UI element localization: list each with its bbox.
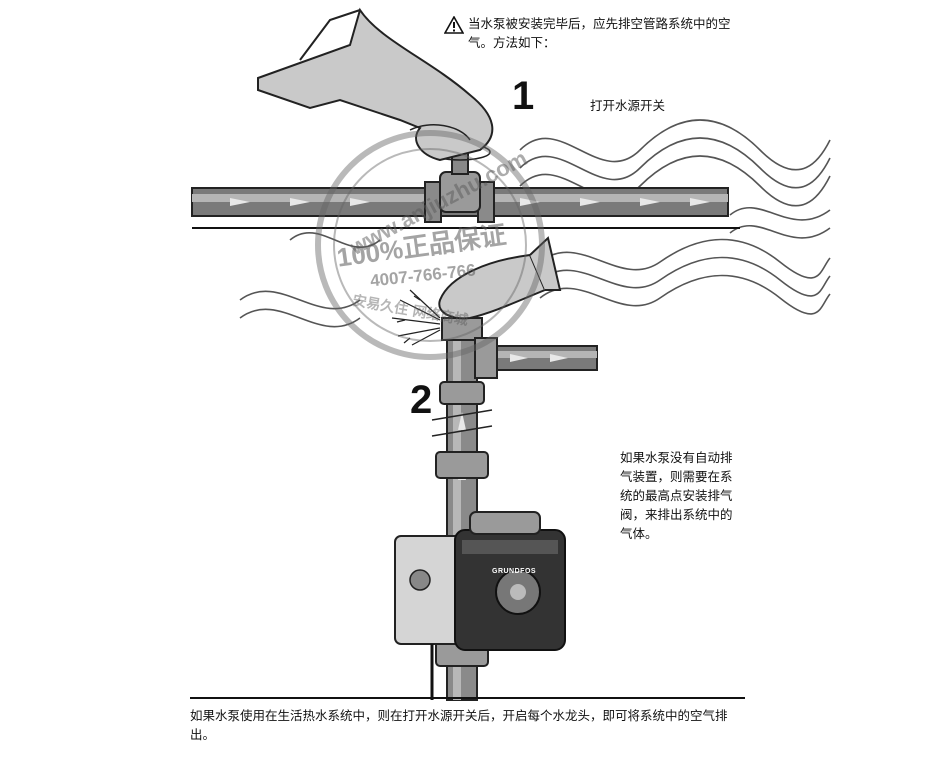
warning-text: 当水泵被安装完毕后，应先排空管路系统中的空气。方法如下： (468, 16, 731, 50)
step-2-number: 2 (410, 378, 433, 422)
branch-pipe (474, 337, 598, 379)
side-note: 如果水泵没有自动排气装置，则需要在系统的最高点安装排气阀，来排出系统中的气体。 (620, 450, 733, 541)
air-spray (391, 289, 441, 346)
circulator-pump (394, 511, 566, 700)
pump-brand-label: GRUNDFOS (492, 568, 537, 575)
upper-hand (257, 7, 494, 162)
watermark-stamp (315, 130, 545, 360)
bottom-note: 如果水泵使用在生活热水系统中，则在打开水源开关后，开启每个水龙头，即可将系统中的… (190, 708, 728, 742)
lower-hand (438, 236, 562, 320)
warning-triangle-icon (444, 16, 464, 34)
step-1-label: 打开水源开关 (590, 98, 666, 113)
wavy-lines (239, 119, 831, 328)
step-1-number: 1 (512, 74, 535, 118)
top-valve (424, 143, 495, 223)
